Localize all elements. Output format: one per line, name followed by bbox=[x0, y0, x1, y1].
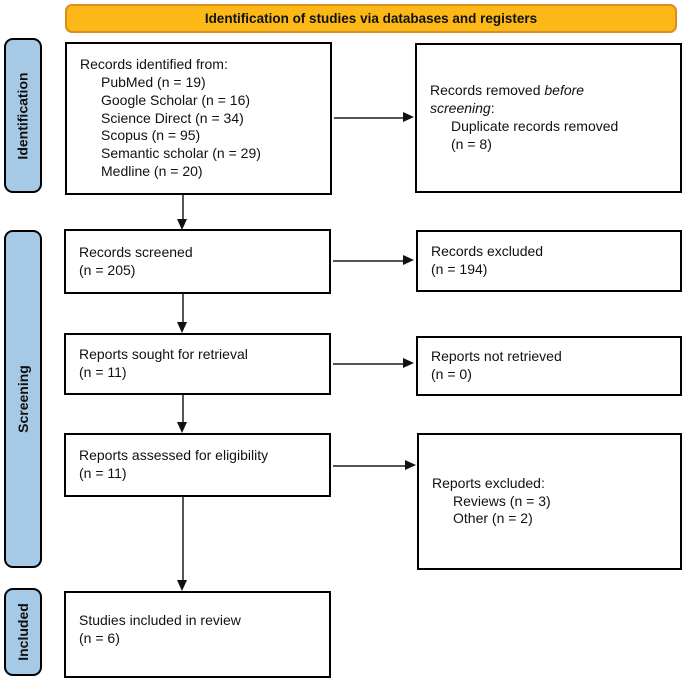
stage-bar-screening: Screening bbox=[4, 230, 42, 568]
removed-item: Duplicate records removed bbox=[451, 118, 619, 134]
excluded-item: Other (n = 2) bbox=[453, 510, 533, 527]
box-title: Reports excluded: bbox=[432, 474, 545, 491]
box-line: (n = 205) bbox=[79, 261, 136, 278]
box-line: Records screened bbox=[79, 243, 193, 260]
excluded-item: Reviews (n = 3) bbox=[453, 492, 551, 509]
box-studies-included: Studies included in review (n = 6) bbox=[64, 591, 331, 678]
arrow-line bbox=[182, 395, 184, 423]
arrow-down-icon bbox=[177, 322, 187, 333]
box-line: Studies included in review bbox=[79, 611, 241, 628]
box-line: (n = 6) bbox=[79, 629, 120, 646]
box-line: Reports assessed for eligibility bbox=[79, 447, 269, 464]
arrow-line bbox=[182, 497, 184, 581]
box-records-excluded: Records excluded (n = 194) bbox=[416, 230, 682, 292]
source-item: Google Scholar (n = 16) bbox=[101, 91, 251, 108]
source-item: Medline (n = 20) bbox=[101, 162, 203, 179]
box-reports-excluded: Reports excluded: Reviews (n = 3) Other … bbox=[417, 433, 682, 570]
stage-label-included: Included bbox=[15, 603, 31, 661]
title-text: Records removed bbox=[430, 82, 545, 99]
stage-bar-included: Included bbox=[4, 588, 42, 676]
box-records-screened: Records screened (n = 205) bbox=[64, 229, 331, 294]
arrow-line bbox=[182, 294, 184, 323]
arrow-right-icon bbox=[405, 460, 416, 470]
arrow-down-icon bbox=[177, 422, 187, 433]
arrow-down-icon bbox=[177, 580, 187, 591]
removed-item: (n = 8) bbox=[451, 135, 492, 152]
box-reports-not-retrieved: Reports not retrieved (n = 0) bbox=[416, 336, 682, 396]
arrow-right-icon bbox=[403, 358, 414, 368]
arrow-line bbox=[333, 363, 404, 365]
arrow-line bbox=[333, 465, 406, 467]
arrow-line bbox=[182, 195, 184, 221]
source-item: Semantic scholar (n = 29) bbox=[101, 145, 261, 162]
title-text: : bbox=[490, 100, 495, 117]
title-italic: screening bbox=[430, 100, 491, 117]
arrow-line bbox=[333, 260, 404, 262]
box-records-identified: Records identified from: PubMed (n = 19)… bbox=[65, 42, 332, 195]
title-italic: before bbox=[544, 82, 585, 99]
source-item: PubMed (n = 19) bbox=[101, 74, 206, 91]
box-line: (n = 194) bbox=[431, 261, 488, 277]
banner-label: Identification of studies via databases … bbox=[204, 11, 538, 26]
box-line: Reports not retrieved bbox=[431, 348, 562, 365]
arrow-right-icon bbox=[403, 112, 414, 122]
box-line: Reports sought for retrieval bbox=[79, 346, 248, 363]
stage-label-screening: Screening bbox=[15, 365, 32, 433]
banner-identification-via-databases: Identification of studies via databases … bbox=[65, 4, 677, 33]
stage-bar-identification: Identification bbox=[4, 38, 42, 193]
box-reports-sought: Reports sought for retrieval (n = 11) bbox=[64, 333, 331, 395]
source-item: Scopus (n = 95) bbox=[101, 127, 201, 144]
box-line: Records excluded bbox=[431, 243, 544, 260]
box-line: (n = 0) bbox=[431, 366, 472, 382]
box-line: (n = 11) bbox=[79, 364, 127, 380]
arrow-down-icon bbox=[177, 219, 187, 230]
box-reports-assessed: Reports assessed for eligibility (n = 11… bbox=[64, 433, 331, 497]
arrow-right-icon bbox=[403, 255, 414, 265]
stage-label-identification: Identification bbox=[15, 71, 31, 160]
box-line: (n = 11) bbox=[79, 465, 127, 481]
arrow-line bbox=[334, 117, 404, 119]
box-title: Records identified from: bbox=[80, 56, 228, 73]
source-item: Science Direct (n = 34) bbox=[101, 109, 244, 126]
box-title-line: screening: bbox=[430, 100, 672, 118]
box-title-line: Records removed before bbox=[430, 82, 672, 100]
box-records-removed-before-screening: Records removed before screening: Duplic… bbox=[415, 43, 682, 193]
